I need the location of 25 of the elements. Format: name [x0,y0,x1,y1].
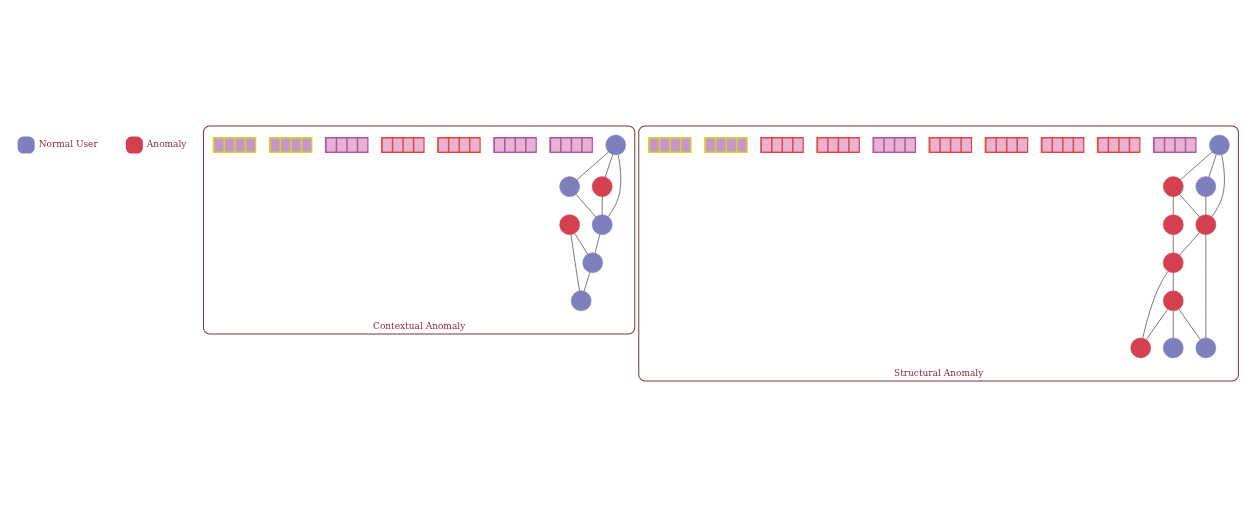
connector [583,271,591,291]
node-circle [559,213,580,235]
legend-label: Normal User [38,138,98,149]
connector [1179,231,1200,255]
node-circle [605,134,626,155]
node-circle [1163,175,1184,197]
node-circle [1195,337,1217,358]
node-circle [591,213,613,235]
node-circle [1209,134,1230,155]
cluster: Structural Anomaly [638,125,1239,381]
node-circle [591,175,613,197]
node-circle [570,290,592,311]
cluster: Contextual Anomaly [202,125,636,334]
legend-label: Anomaly [146,138,187,149]
node-circle [1163,213,1184,235]
node-circle [1195,175,1217,197]
connector [1180,151,1213,180]
node-circle [1130,337,1151,358]
node-circle [559,175,580,197]
connector [574,232,588,254]
node-circle [1195,213,1217,235]
node-circle [1163,290,1184,311]
node-circle [582,252,603,273]
node-circle [1163,252,1184,273]
node-circle [1163,337,1184,358]
